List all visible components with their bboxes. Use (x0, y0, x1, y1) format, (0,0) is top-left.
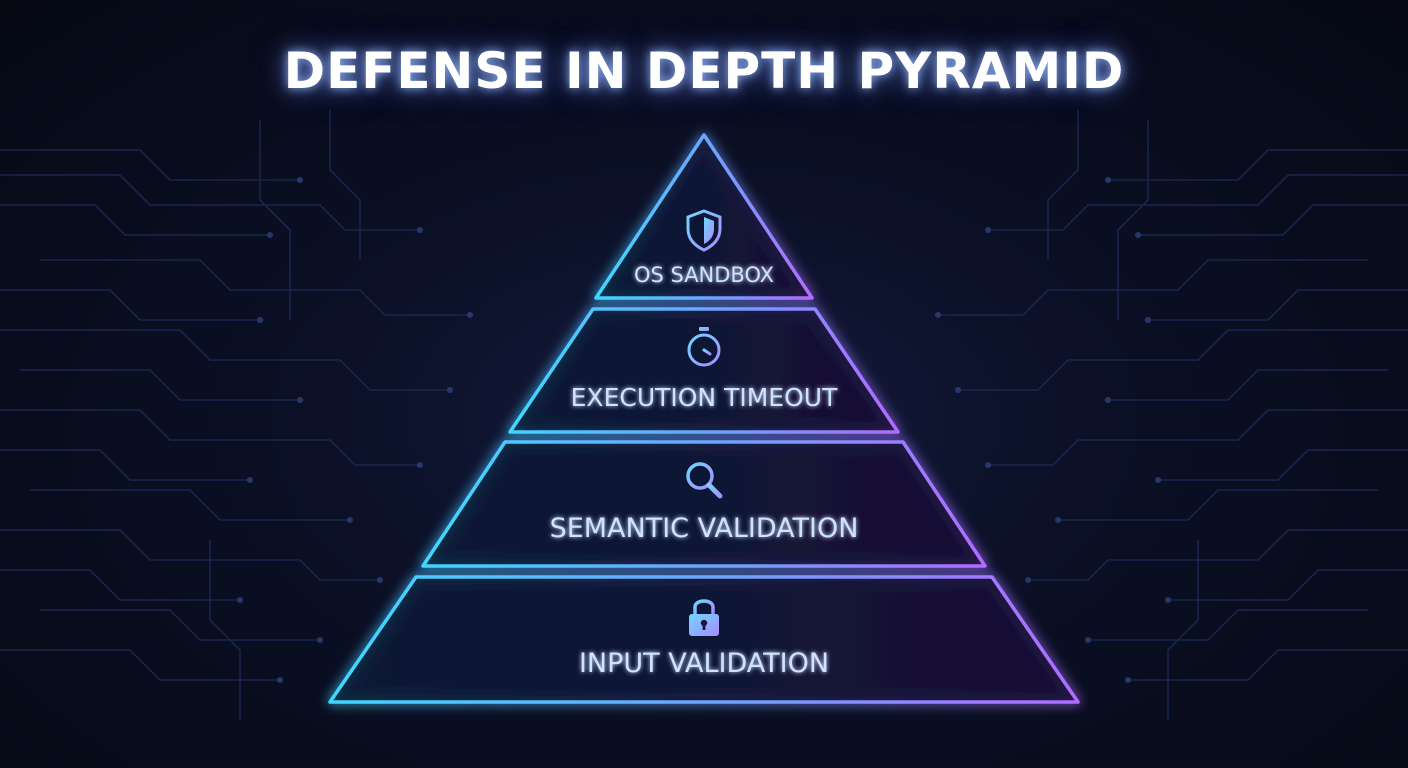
tier-execution-timeout: EXECUTION TIMEOUT (508, 307, 900, 434)
magnifier-icon (686, 462, 723, 499)
tier-input-validation: INPUT VALIDATION (328, 575, 1080, 704)
tier-label: SEMANTIC VALIDATION (550, 513, 859, 544)
tier-label: OS SANDBOX (634, 263, 774, 287)
tier-shape (328, 575, 1080, 704)
tier-os-sandbox: OS SANDBOX (594, 133, 814, 300)
tier-shape (594, 133, 814, 300)
tier-label: INPUT VALIDATION (579, 648, 829, 679)
tier-semantic-validation: SEMANTIC VALIDATION (421, 440, 987, 568)
padlock-icon (689, 599, 719, 636)
tier-shape (508, 307, 900, 434)
stopwatch-icon (687, 327, 721, 367)
shield-icon (686, 209, 722, 252)
tier-shape (421, 440, 987, 568)
diagram-title: DEFENSE IN DEPTH PYRAMID (283, 42, 1125, 100)
tier-label: EXECUTION TIMEOUT (571, 383, 838, 412)
